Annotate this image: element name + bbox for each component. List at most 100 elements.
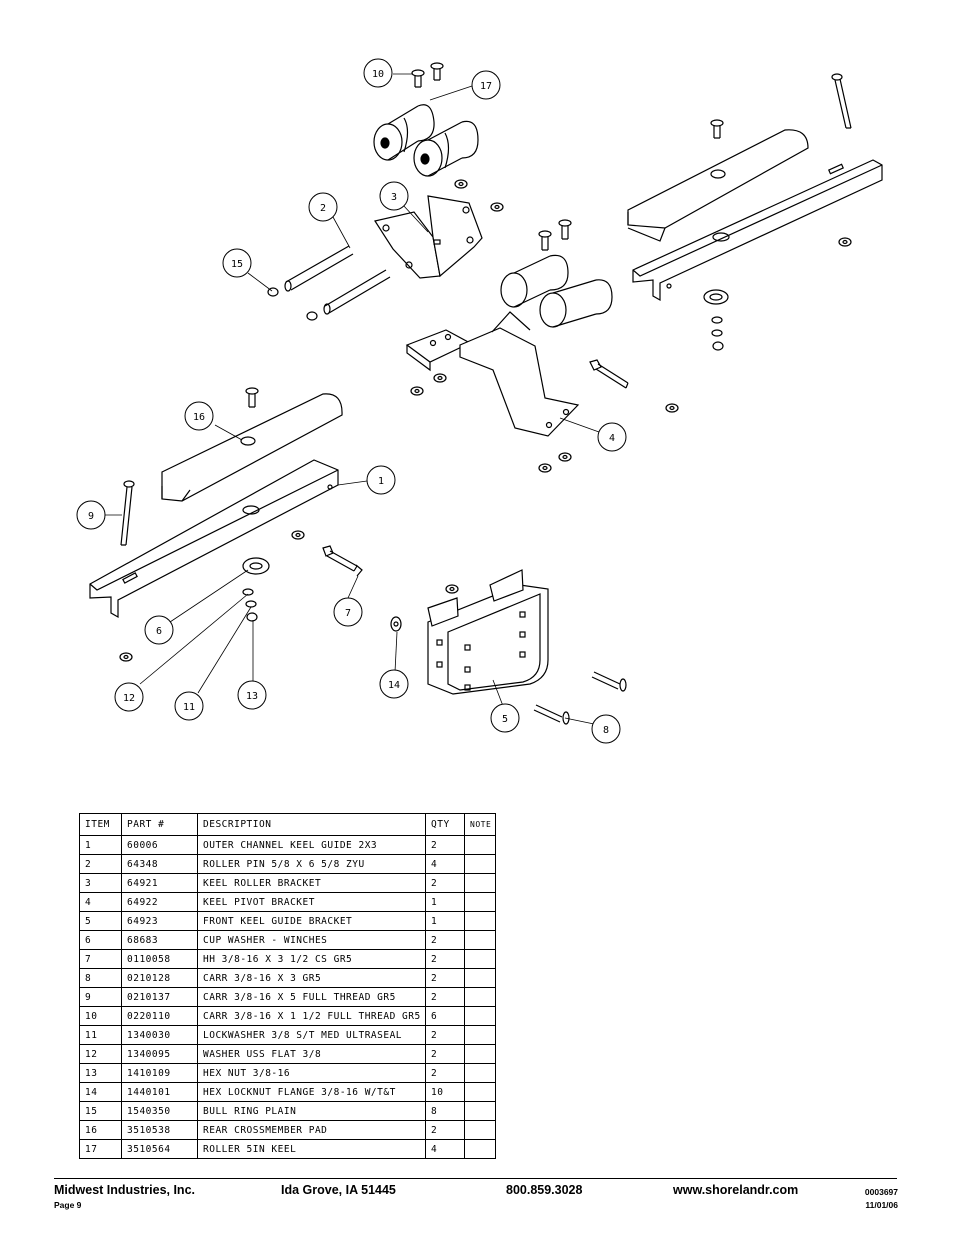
cell-qty: 4 xyxy=(425,854,465,874)
svg-text:1: 1 xyxy=(378,476,384,487)
cell-part-number: 64923 xyxy=(121,911,198,931)
cell-part-number: 64922 xyxy=(121,892,198,912)
callout-14: 14 xyxy=(379,669,409,699)
cell-part-number: 64921 xyxy=(121,873,198,893)
cell-qty: 10 xyxy=(425,1082,465,1102)
hex-bolt-right xyxy=(589,359,629,389)
cell-description: WASHER USS FLAT 3/8 xyxy=(197,1044,426,1064)
cell-note xyxy=(464,911,496,931)
cell-item: 5 xyxy=(79,911,122,931)
callout-8: 8 xyxy=(591,714,621,744)
callout-1: 1 xyxy=(366,465,396,495)
cell-item: 3 xyxy=(79,873,122,893)
callout-3: 3 xyxy=(379,181,409,211)
cell-item: 4 xyxy=(79,892,122,912)
callout-9: 9 xyxy=(76,500,106,530)
cell-note xyxy=(464,930,496,950)
cell-part-number: 1440101 xyxy=(121,1082,198,1102)
cell-note xyxy=(464,1120,496,1140)
cell-note xyxy=(464,1101,496,1121)
exploded-parts-diagram: 10 17 2 3 15 16 1 9 6 7 14 12 11 13 4 5 … xyxy=(76,58,883,744)
header-item: ITEM xyxy=(79,813,122,836)
cell-qty: 2 xyxy=(425,835,465,855)
callout-13: 13 xyxy=(237,680,267,710)
cell-part-number: 64348 xyxy=(121,854,198,874)
cell-qty: 2 xyxy=(425,968,465,988)
cell-note xyxy=(464,1025,496,1045)
footer-website[interactable]: www.shorelandr.com xyxy=(673,1183,799,1197)
callout-16: 16 xyxy=(184,401,214,431)
cell-item: 1 xyxy=(79,835,122,855)
svg-text:12: 12 xyxy=(123,693,135,704)
cell-qty: 8 xyxy=(425,1101,465,1121)
cell-note xyxy=(464,1044,496,1064)
cell-part-number: 0210128 xyxy=(121,968,198,988)
cell-note xyxy=(464,1139,496,1159)
crossmember-pad-right xyxy=(627,129,809,242)
cell-part-number: 1540350 xyxy=(121,1101,198,1121)
cell-qty: 2 xyxy=(425,1063,465,1083)
footer-divider xyxy=(54,1178,897,1179)
cell-note xyxy=(464,968,496,988)
svg-text:10: 10 xyxy=(372,69,384,80)
cell-description: HEX LOCKNUT FLANGE 3/8-16 W/T&T xyxy=(197,1082,426,1102)
leader-lines xyxy=(104,73,600,725)
cell-qty: 2 xyxy=(425,949,465,969)
cell-item: 13 xyxy=(79,1063,122,1083)
callout-11: 11 xyxy=(174,691,204,721)
cell-description: CARR 3/8-16 X 1 1/2 FULL THREAD GR5 xyxy=(197,1006,426,1026)
header-qty: QTY xyxy=(425,813,465,836)
washer-stack-left xyxy=(242,557,270,622)
cell-note xyxy=(464,854,496,874)
cell-item: 11 xyxy=(79,1025,122,1045)
cell-part-number: 3510564 xyxy=(121,1139,198,1159)
svg-text:6: 6 xyxy=(156,626,162,637)
cell-qty: 1 xyxy=(425,892,465,912)
cell-description: CARR 3/8-16 X 3 GR5 xyxy=(197,968,426,988)
cell-description: KEEL ROLLER BRACKET xyxy=(197,873,426,893)
svg-text:15: 15 xyxy=(231,259,243,270)
roller-pins xyxy=(284,245,391,315)
cell-description: REAR CROSSMEMBER PAD xyxy=(197,1120,426,1140)
outer-channel-right xyxy=(632,159,883,302)
bull-rings xyxy=(267,287,318,321)
cell-note xyxy=(464,835,496,855)
carriage-bolts-8 xyxy=(533,671,627,725)
header-part-number: PART # xyxy=(121,813,198,836)
cell-part-number: 0220110 xyxy=(121,1006,198,1026)
callout-6: 6 xyxy=(144,615,174,645)
callout-12: 12 xyxy=(114,682,144,712)
header-note: NOTE xyxy=(464,813,496,836)
cell-description: HH 3/8-16 X 3 1/2 CS GR5 xyxy=(197,949,426,969)
cell-item: 17 xyxy=(79,1139,122,1159)
svg-text:2: 2 xyxy=(320,203,326,214)
cell-part-number: 1340030 xyxy=(121,1025,198,1045)
cell-part-number: 0210137 xyxy=(121,987,198,1007)
long-carriage-bolt-left xyxy=(120,480,135,546)
footer-date: 11/01/06 xyxy=(865,1200,898,1210)
footer-page-number: Page 9 xyxy=(54,1200,82,1210)
cell-part-number: 3510538 xyxy=(121,1120,198,1140)
keel-roller-bracket xyxy=(374,195,483,279)
long-carriage-bolt-right xyxy=(831,73,852,129)
cell-part-number: 0110058 xyxy=(121,949,198,969)
callout-2: 2 xyxy=(308,192,338,222)
outer-channel-left xyxy=(89,459,339,619)
cell-description: OUTER CHANNEL KEEL GUIDE 2X3 xyxy=(197,835,426,855)
crossmember-pad-left xyxy=(161,393,343,502)
front-keel-guide-bracket xyxy=(427,569,549,695)
cell-item: 8 xyxy=(79,968,122,988)
svg-text:4: 4 xyxy=(609,433,615,444)
cell-description: BULL RING PLAIN xyxy=(197,1101,426,1121)
